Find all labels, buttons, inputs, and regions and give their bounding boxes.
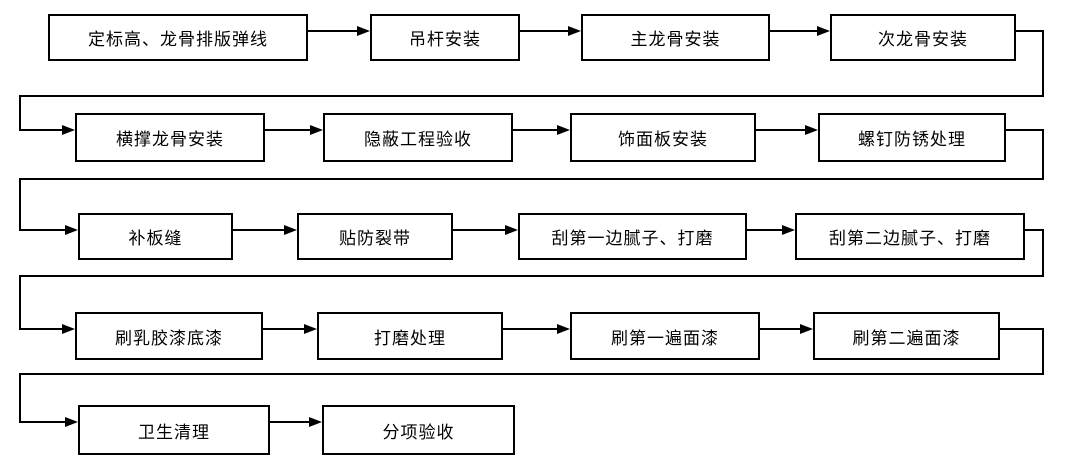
arrowhead-icon <box>782 225 795 235</box>
arrowhead-icon <box>304 324 317 334</box>
flow-box-r1-c4: 次龙骨安装 <box>830 14 1016 61</box>
flow-box-r3-c1: 补板缝 <box>78 213 233 260</box>
arrowhead-icon <box>357 26 370 36</box>
flow-box-r4-c2: 打磨处理 <box>317 312 503 360</box>
arrowhead-icon <box>557 125 570 135</box>
arrowhead-icon <box>557 324 570 334</box>
flow-box-r5-c1: 卫生清理 <box>78 405 270 455</box>
connector-line <box>19 328 1044 423</box>
arrowhead-icon <box>310 125 323 135</box>
arrowhead-icon <box>805 125 818 135</box>
arrowhead-icon <box>568 26 581 36</box>
connector-line <box>19 129 1044 231</box>
flow-box-r2-c3: 饰面板安装 <box>570 113 756 162</box>
flow-box-r4-c4: 刷第二遍面漆 <box>813 312 1000 360</box>
flow-box-r5-c2: 分项验收 <box>322 405 515 455</box>
flow-box-r2-c2: 隐蔽工程验收 <box>323 113 513 162</box>
arrowhead-icon <box>817 26 830 36</box>
arrowhead-icon <box>65 417 78 427</box>
flow-box-r4-c3: 刷第一遍面漆 <box>570 312 760 360</box>
flow-box-r3-c4: 刮第二边腻子、打磨 <box>795 213 1025 260</box>
flow-box-r1-c1: 定标高、龙骨排版弹线 <box>48 14 308 61</box>
flow-box-r1-c2: 吊杆安装 <box>370 14 520 61</box>
flow-box-r2-c4: 螺钉防锈处理 <box>818 113 1006 162</box>
flow-box-r4-c1: 刷乳胶漆底漆 <box>75 312 263 360</box>
arrowhead-icon <box>505 225 518 235</box>
connector-line <box>19 30 1044 131</box>
arrowhead-icon <box>65 225 78 235</box>
arrowhead-icon <box>309 417 322 427</box>
flow-box-r2-c1: 横撑龙骨安装 <box>75 113 265 162</box>
flow-box-r1-c3: 主龙骨安装 <box>581 14 770 61</box>
arrowhead-icon <box>62 125 75 135</box>
arrowhead-icon <box>62 324 75 334</box>
connector-line <box>19 229 1044 330</box>
arrowhead-icon <box>800 324 813 334</box>
flow-box-r3-c2: 贴防裂带 <box>297 213 453 260</box>
flow-box-r3-c3: 刮第一边腻子、打磨 <box>518 213 747 260</box>
arrowhead-icon <box>284 225 297 235</box>
